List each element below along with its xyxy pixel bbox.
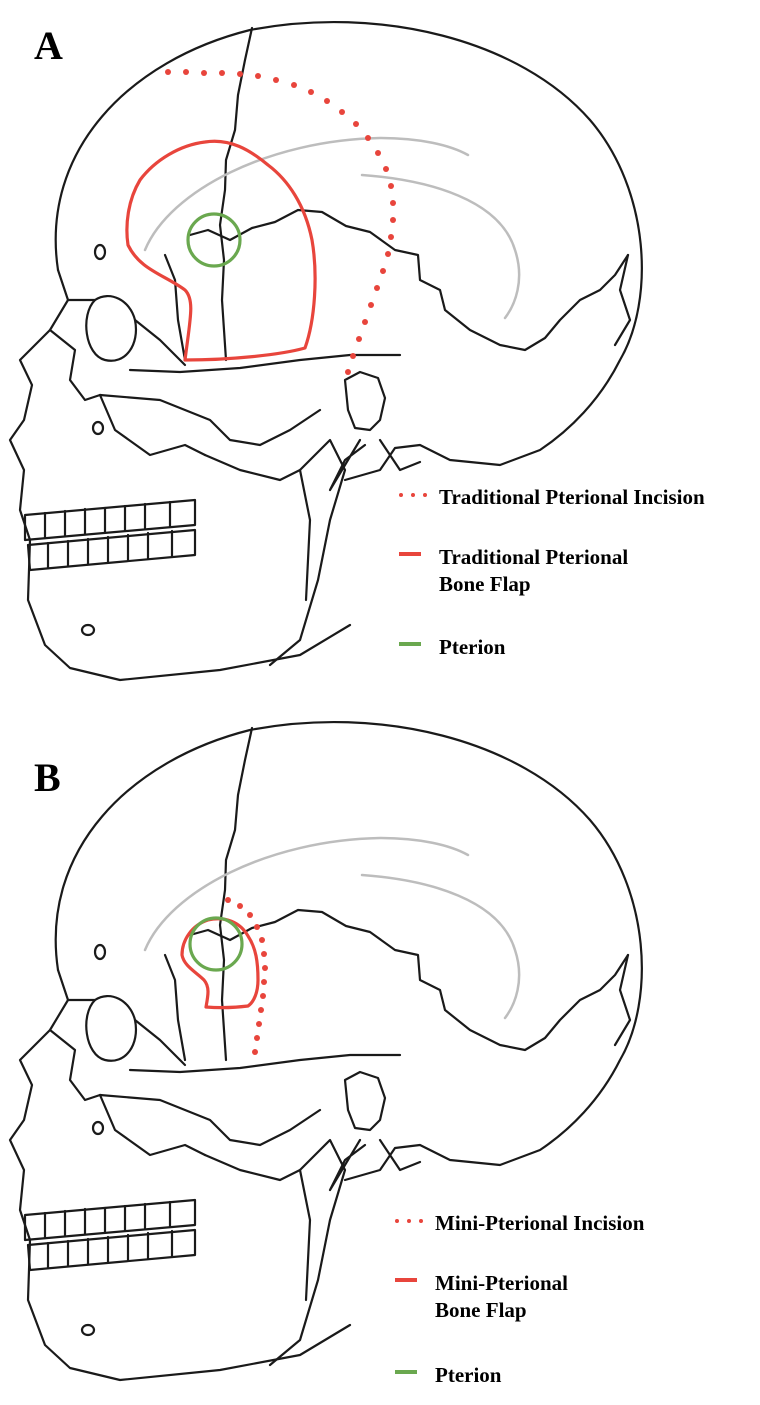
- temporal-lines: [145, 138, 519, 318]
- panel-letter: B: [34, 754, 61, 801]
- legend-label: Mini-Pterional Incision: [435, 1210, 644, 1237]
- panel-letter: A: [34, 22, 63, 69]
- dotted-line-swatch: [397, 484, 431, 506]
- dotted-line-swatch: [393, 1210, 427, 1232]
- skull-illustration-mini: [0, 700, 760, 1405]
- legend-item-bone-flap: Traditional Pterional Bone Flap: [397, 544, 628, 598]
- temporal-lines: [145, 838, 519, 1018]
- panel-a: A Traditional Pterional Incision Traditi…: [0, 0, 760, 700]
- legend-label: Traditional Pterional Bone Flap: [439, 544, 628, 598]
- green-line-swatch: [393, 1362, 427, 1384]
- legend-item-pterion: Pterion: [393, 1362, 501, 1389]
- legend-label: Pterion: [439, 634, 505, 661]
- legend-label: Traditional Pterional Incision: [439, 484, 705, 511]
- traditional-bone-flap: [127, 141, 315, 360]
- panel-b: B Mini-Pterional Incision Mini-Pterional…: [0, 700, 760, 1405]
- skull-illustration-traditional: [0, 0, 760, 700]
- traditional-incision-path: [165, 69, 396, 375]
- pterion-marker: [190, 918, 242, 970]
- legend-label: Pterion: [435, 1362, 501, 1389]
- legend-item-incision: Traditional Pterional Incision: [397, 484, 705, 511]
- legend-item-incision: Mini-Pterional Incision: [393, 1210, 644, 1237]
- legend-item-bone-flap: Mini-Pterional Bone Flap: [393, 1270, 568, 1324]
- legend-item-pterion: Pterion: [397, 634, 505, 661]
- legend-label: Mini-Pterional Bone Flap: [435, 1270, 568, 1324]
- red-line-swatch: [397, 544, 431, 566]
- red-line-swatch: [393, 1270, 427, 1292]
- green-line-swatch: [397, 634, 431, 656]
